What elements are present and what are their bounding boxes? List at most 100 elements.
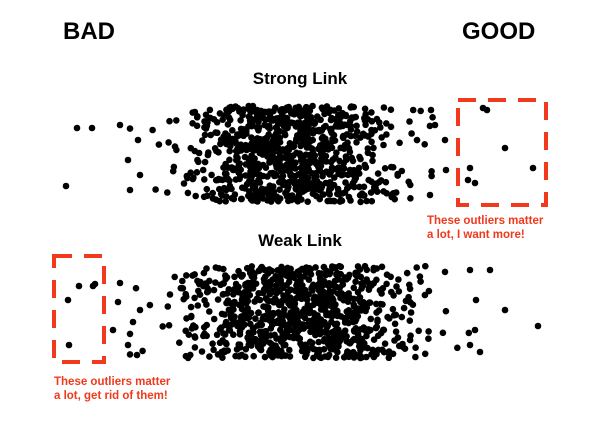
scatter-dot <box>226 327 234 334</box>
scatter-dot <box>209 195 217 202</box>
scatter-dot <box>362 121 369 129</box>
scatter-dot <box>308 145 316 152</box>
scatter-dot <box>265 143 273 151</box>
scatter-dot <box>333 149 340 156</box>
scatter-dot <box>345 120 353 128</box>
scatter-dot <box>129 318 137 326</box>
scatter-dot <box>387 106 395 113</box>
scatter-dot <box>278 314 286 322</box>
scatter-dot <box>287 309 295 316</box>
scatter-dot <box>406 281 413 289</box>
scatter-dot <box>248 122 256 130</box>
scatter-dot <box>368 126 375 134</box>
scatter-dot <box>247 168 254 175</box>
scatter-dot <box>272 104 279 111</box>
scatter-dot <box>264 297 272 305</box>
scatter-dot <box>471 326 479 334</box>
scatter-dot <box>225 286 233 293</box>
scatter-dot <box>266 183 274 191</box>
scatter-dot <box>159 323 166 330</box>
scatter-dot <box>309 128 317 136</box>
scatter-dot <box>392 328 400 336</box>
scatter-dot <box>270 309 277 317</box>
scatter-dot <box>237 125 245 133</box>
scatter-dot <box>328 263 336 270</box>
scatter-dot <box>187 303 195 311</box>
scatter-dot <box>218 310 226 318</box>
scatter-dot <box>231 313 238 321</box>
scatter-dot <box>195 287 202 295</box>
scatter-dot <box>311 173 318 181</box>
scatter-dot <box>374 316 381 324</box>
scatter-dot <box>367 189 375 196</box>
scatter-dot <box>285 146 293 154</box>
scatter-dot <box>226 182 234 190</box>
scatter-dot <box>232 176 240 183</box>
scatter-dot <box>226 177 233 185</box>
scatter-dot <box>182 293 190 301</box>
scatter-dot <box>256 296 264 304</box>
scatter-dot <box>237 323 245 330</box>
scatter-dot <box>442 307 450 315</box>
scatter-dot <box>220 133 227 140</box>
scatter-dot <box>73 124 81 132</box>
scatter-dot <box>334 326 342 333</box>
scatter-dot <box>187 169 194 176</box>
scatter-dot <box>228 194 236 202</box>
scatter-dot <box>266 290 274 298</box>
scatter-dot <box>349 157 357 165</box>
scatter-dot <box>442 166 450 174</box>
scatter-dot <box>349 318 357 326</box>
scatter-dot <box>315 338 323 346</box>
scatter-dot <box>254 135 261 142</box>
scatter-dot <box>260 135 268 143</box>
scatter-dot <box>146 301 154 309</box>
scatter-dot <box>279 181 287 189</box>
scatter-dot <box>370 183 378 191</box>
scatter-dot <box>277 272 284 280</box>
scatter-dot <box>377 124 384 131</box>
scatter-dot <box>365 133 372 140</box>
scatter-dot <box>421 350 429 358</box>
scatter-dot <box>361 303 368 310</box>
scatter-dot <box>365 286 373 294</box>
scatter-dot <box>285 197 292 205</box>
scatter-dot <box>277 301 285 308</box>
scatter-dot <box>246 291 254 299</box>
scatter-dot <box>471 179 479 187</box>
scatter-dot <box>336 284 344 291</box>
scatter-dot <box>279 108 286 115</box>
scatter-dot <box>300 122 308 130</box>
scatter-dot <box>165 139 172 146</box>
scatter-dot <box>252 315 259 323</box>
scatter-dot <box>408 130 415 137</box>
scatter-dot <box>248 173 255 181</box>
scatter-dot <box>270 188 278 196</box>
scatter-dot <box>416 273 424 280</box>
scatter-dot <box>309 102 316 110</box>
scatter-dot <box>310 188 317 195</box>
scatter-dot <box>286 152 294 160</box>
scatter-dot <box>273 125 281 133</box>
scatter-dot <box>392 189 400 196</box>
scatter-dot <box>291 177 298 185</box>
scatter-dot <box>271 331 278 339</box>
scatter-dot <box>295 289 302 297</box>
scatter-dot <box>220 265 227 273</box>
scatter-dot <box>235 267 242 275</box>
scatter-dot <box>425 335 432 343</box>
scatter-dot <box>193 169 201 176</box>
scatter-dot <box>126 125 134 132</box>
scatter-dot <box>207 131 214 139</box>
scatter-dot <box>183 272 190 279</box>
scatter-dot <box>346 271 353 279</box>
scatter-dot <box>283 114 291 122</box>
scatter-dot <box>304 321 312 328</box>
scatter-dot <box>250 180 257 187</box>
scatter-dot <box>356 153 363 161</box>
scatter-dot <box>348 103 355 110</box>
scatter-dot <box>124 341 132 349</box>
scatter-dot <box>235 301 243 309</box>
scatter-dot <box>357 198 364 206</box>
scatter-dot <box>277 326 284 334</box>
